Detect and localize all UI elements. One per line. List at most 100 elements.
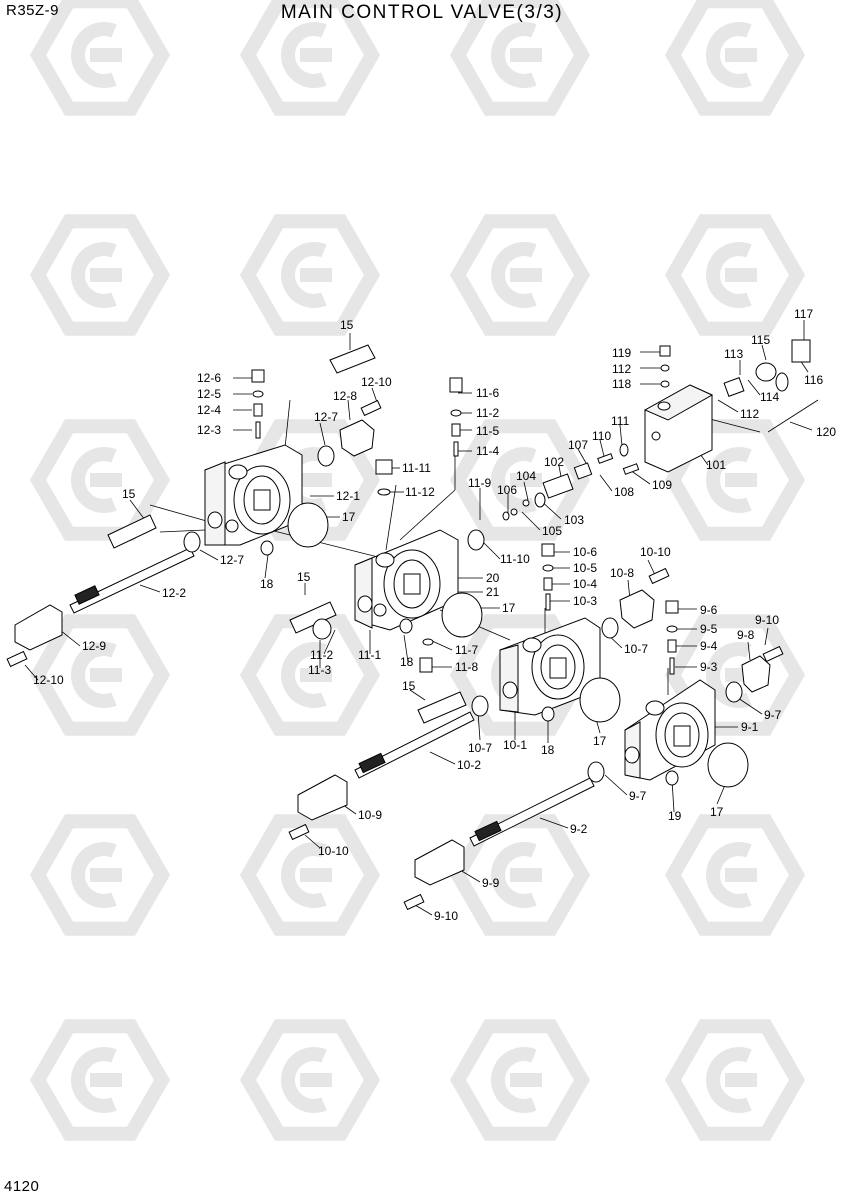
block-101 xyxy=(643,384,714,473)
callout-label-c111: 111 xyxy=(611,414,630,428)
watermark-logo xyxy=(449,419,591,541)
watermark-logo xyxy=(449,1019,591,1141)
o-ring-17c xyxy=(579,677,621,723)
callout-label-c12_5: 12-5 xyxy=(197,387,221,401)
watermark-logo xyxy=(29,0,171,116)
callout-label-c15a: 15 xyxy=(340,318,354,332)
callout-label-c10_1: 10-1 xyxy=(503,738,527,752)
watermark-logo xyxy=(449,214,591,336)
o-ring-17b xyxy=(441,592,483,638)
callout-label-c10_9: 10-9 xyxy=(358,808,382,822)
fitting-113 xyxy=(723,377,745,397)
callout-label-c18b: 18 xyxy=(400,655,414,669)
callout-label-c18a: 18 xyxy=(260,577,274,591)
ring-10-7 xyxy=(601,617,619,639)
callout-label-c12_10b: 12-10 xyxy=(33,673,64,687)
cartridge-15b xyxy=(107,514,157,549)
cover-9-8 xyxy=(741,655,771,693)
callout-label-c15b: 15 xyxy=(122,487,136,501)
pin-11-4 xyxy=(453,441,459,457)
callout-label-c10_2: 10-2 xyxy=(457,758,481,772)
watermark-logo xyxy=(664,214,806,336)
callout-label-c109: 109 xyxy=(652,478,672,492)
spool-12-2 xyxy=(69,547,195,614)
ring-9-7 xyxy=(725,681,743,703)
watermark-logo xyxy=(29,214,171,336)
callout-label-c20: 20 xyxy=(486,571,500,585)
pin-110 xyxy=(597,453,614,464)
watermark-logo xyxy=(664,0,806,116)
watermark-logo xyxy=(239,1019,381,1141)
plug-18c xyxy=(541,706,555,722)
watermark-logo xyxy=(449,814,591,936)
callout-label-c10_8: 10-8 xyxy=(610,566,634,580)
callout-label-c10_5: 10-5 xyxy=(573,561,597,575)
callout-label-c112b: 112 xyxy=(740,407,759,421)
callout-labels: 1511711911211811311511611411212011111010… xyxy=(33,307,836,923)
callout-label-c10_6: 10-6 xyxy=(573,545,597,559)
watermark-logo xyxy=(664,1019,806,1141)
valve-section-11 xyxy=(354,529,459,631)
watermark-logo xyxy=(29,1019,171,1141)
watermark-logo xyxy=(664,419,806,541)
callout-label-c11_7: 11-7 xyxy=(455,643,478,657)
callout-label-c18c: 18 xyxy=(541,743,555,757)
ring-11-2b xyxy=(312,618,332,640)
ring-11-10 xyxy=(467,529,485,551)
ring-112 xyxy=(660,364,670,372)
plug-19 xyxy=(665,770,679,786)
callout-label-c9_3: 9-3 xyxy=(700,660,718,674)
valve-section-12 xyxy=(204,444,303,546)
watermark-logo xyxy=(664,814,806,936)
callout-label-c12_8: 12-8 xyxy=(333,389,357,403)
o-ring-17a xyxy=(287,502,329,548)
callout-label-c102: 102 xyxy=(544,455,564,469)
callout-label-c116: 116 xyxy=(804,373,823,387)
callout-label-c118: 118 xyxy=(612,377,631,391)
spring-12-4 xyxy=(253,403,263,417)
callout-label-c11_11: 11-11 xyxy=(402,461,431,475)
callout-label-c12_6: 12-6 xyxy=(197,371,221,385)
callout-label-c115: 115 xyxy=(751,333,770,347)
ring-11-2 xyxy=(450,409,462,417)
callout-label-c12_1: 12-1 xyxy=(336,489,360,503)
callout-label-c9_4: 9-4 xyxy=(700,639,718,653)
spool-102 xyxy=(542,473,574,499)
ball-106 xyxy=(510,508,518,516)
spring-11-5 xyxy=(451,423,461,437)
model-code: R35Z-9 xyxy=(6,2,60,19)
ring-11-12 xyxy=(377,488,391,496)
callout-label-c107: 107 xyxy=(568,438,588,452)
plug-10-6 xyxy=(541,543,555,557)
callout-label-c12_7b: 12-7 xyxy=(220,553,244,567)
callout-label-c12_3: 12-3 xyxy=(197,423,221,437)
ring-12-7b xyxy=(317,445,335,467)
callout-label-c105: 105 xyxy=(542,524,562,538)
plug-18b xyxy=(399,618,413,634)
ring-103 xyxy=(534,492,546,508)
watermark-logo xyxy=(29,614,171,736)
cover-12-8 xyxy=(339,419,375,457)
callout-label-c12_4: 12-4 xyxy=(197,403,221,417)
callout-label-c17b: 17 xyxy=(502,601,516,615)
callout-label-c10_7b: 10-7 xyxy=(468,741,492,755)
callout-label-c10_10a: 10-10 xyxy=(640,545,671,559)
callout-label-c108: 108 xyxy=(614,485,634,499)
spool-10-2 xyxy=(354,711,475,779)
pin-109 xyxy=(622,463,640,475)
cartridge-15d xyxy=(417,691,467,724)
plug-11-11 xyxy=(375,459,393,475)
fitting-12-10 xyxy=(360,399,382,417)
fitting-12-10b xyxy=(6,650,28,668)
callout-label-c119: 119 xyxy=(612,346,631,360)
callout-label-c9_7b: 9-7 xyxy=(629,789,647,803)
callout-label-c10_4: 10-4 xyxy=(573,577,597,591)
callout-label-c15d: 15 xyxy=(402,679,416,693)
cap-9-9 xyxy=(414,839,465,886)
callout-label-c9_8: 9-8 xyxy=(737,628,755,642)
cover-10-8 xyxy=(619,589,655,629)
valve-section-10 xyxy=(499,617,601,716)
fitting-10-10 xyxy=(648,567,670,585)
callout-label-c12_2: 12-2 xyxy=(162,586,186,600)
